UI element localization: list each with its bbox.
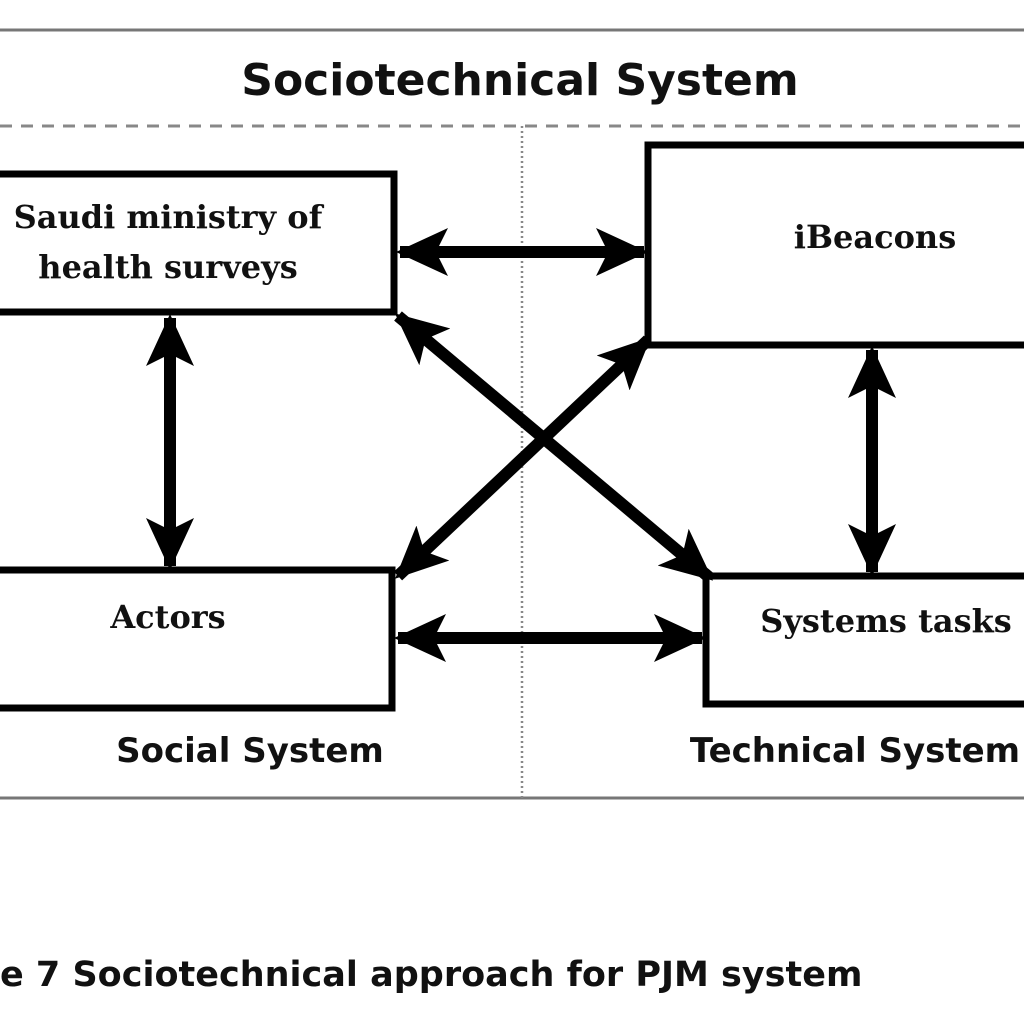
arrow-ibeacons-actors xyxy=(393,335,653,581)
saudi-ministry-box xyxy=(0,170,398,316)
systems-tasks-box xyxy=(702,572,1024,708)
outer-frame xyxy=(0,28,1024,800)
ibeacons-box xyxy=(644,141,1024,349)
ibeacons-label: iBeacons xyxy=(794,218,956,256)
saudi-ministry-label-line1: Saudi ministry of xyxy=(14,198,325,236)
systems-tasks-label: Systems tasks xyxy=(760,602,1012,640)
figure-caption: e 7 Sociotechnical approach for PJM syst… xyxy=(0,955,862,995)
actors-box xyxy=(0,566,396,712)
technical-system-label: Technical System xyxy=(690,731,1020,771)
saudi-ministry-label-line2: health surveys xyxy=(38,248,297,286)
social-system-label: Social System xyxy=(116,731,384,771)
diagram-title: Sociotechnical System xyxy=(241,55,798,106)
actors-label: Actors xyxy=(109,598,225,636)
